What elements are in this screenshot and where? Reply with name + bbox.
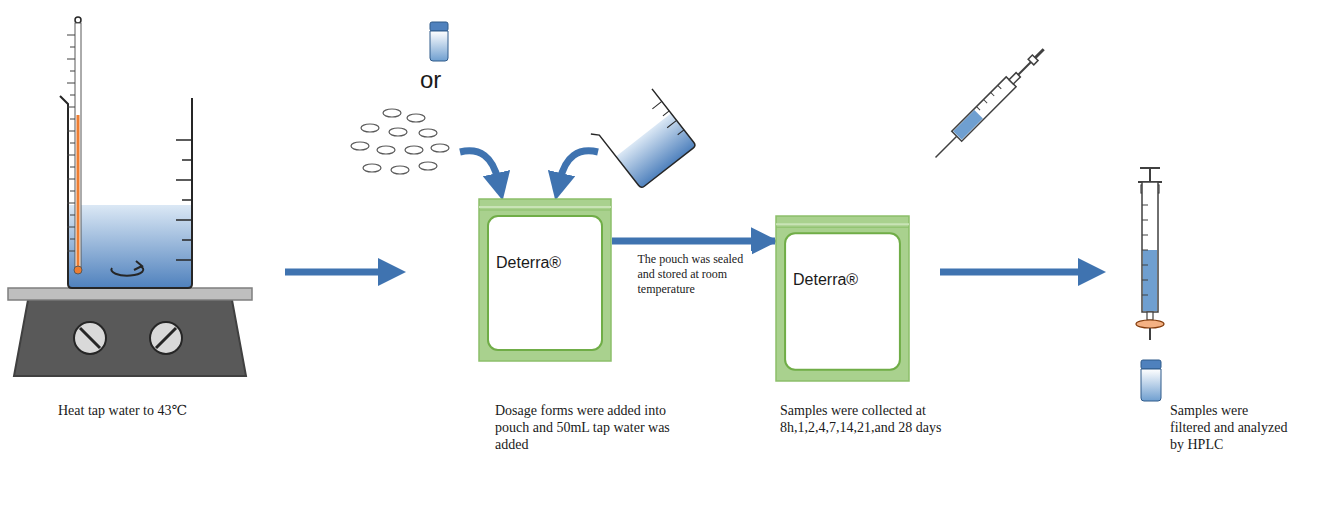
or-text: or <box>420 66 441 94</box>
vial <box>1141 360 1161 401</box>
hot-plate <box>8 288 252 376</box>
step-caption: Samples were collected at 8h,1,2,4,7,14,… <box>780 402 968 436</box>
thermometer <box>67 17 82 274</box>
flow-arrow <box>940 269 1085 276</box>
pouch-outline <box>478 198 612 362</box>
curved-arrow <box>560 151 598 180</box>
bottle <box>430 22 448 61</box>
tablets <box>351 109 449 174</box>
pouch-brand: Deterra® <box>793 271 858 289</box>
deterra-pouch: Deterra® <box>478 198 612 362</box>
pouring-beaker <box>591 87 696 192</box>
filter-syringe <box>1136 168 1164 340</box>
step-caption: Dosage forms were added into pouch and 5… <box>495 402 675 453</box>
flow-arrow <box>612 238 775 245</box>
syringe <box>931 44 1049 162</box>
pouch-outline <box>775 215 910 382</box>
step-caption: Heat tap water to 43℃ <box>58 402 258 419</box>
curved-arrow <box>460 151 498 180</box>
deterra-pouch: Deterra® <box>775 215 910 382</box>
flow-arrow <box>285 269 385 276</box>
pouch-brand: Deterra® <box>496 254 561 272</box>
edge-label: The pouch was sealed and stored at room … <box>636 251 752 298</box>
step-caption: Samples were filtered and analyzed by HP… <box>1170 402 1288 453</box>
